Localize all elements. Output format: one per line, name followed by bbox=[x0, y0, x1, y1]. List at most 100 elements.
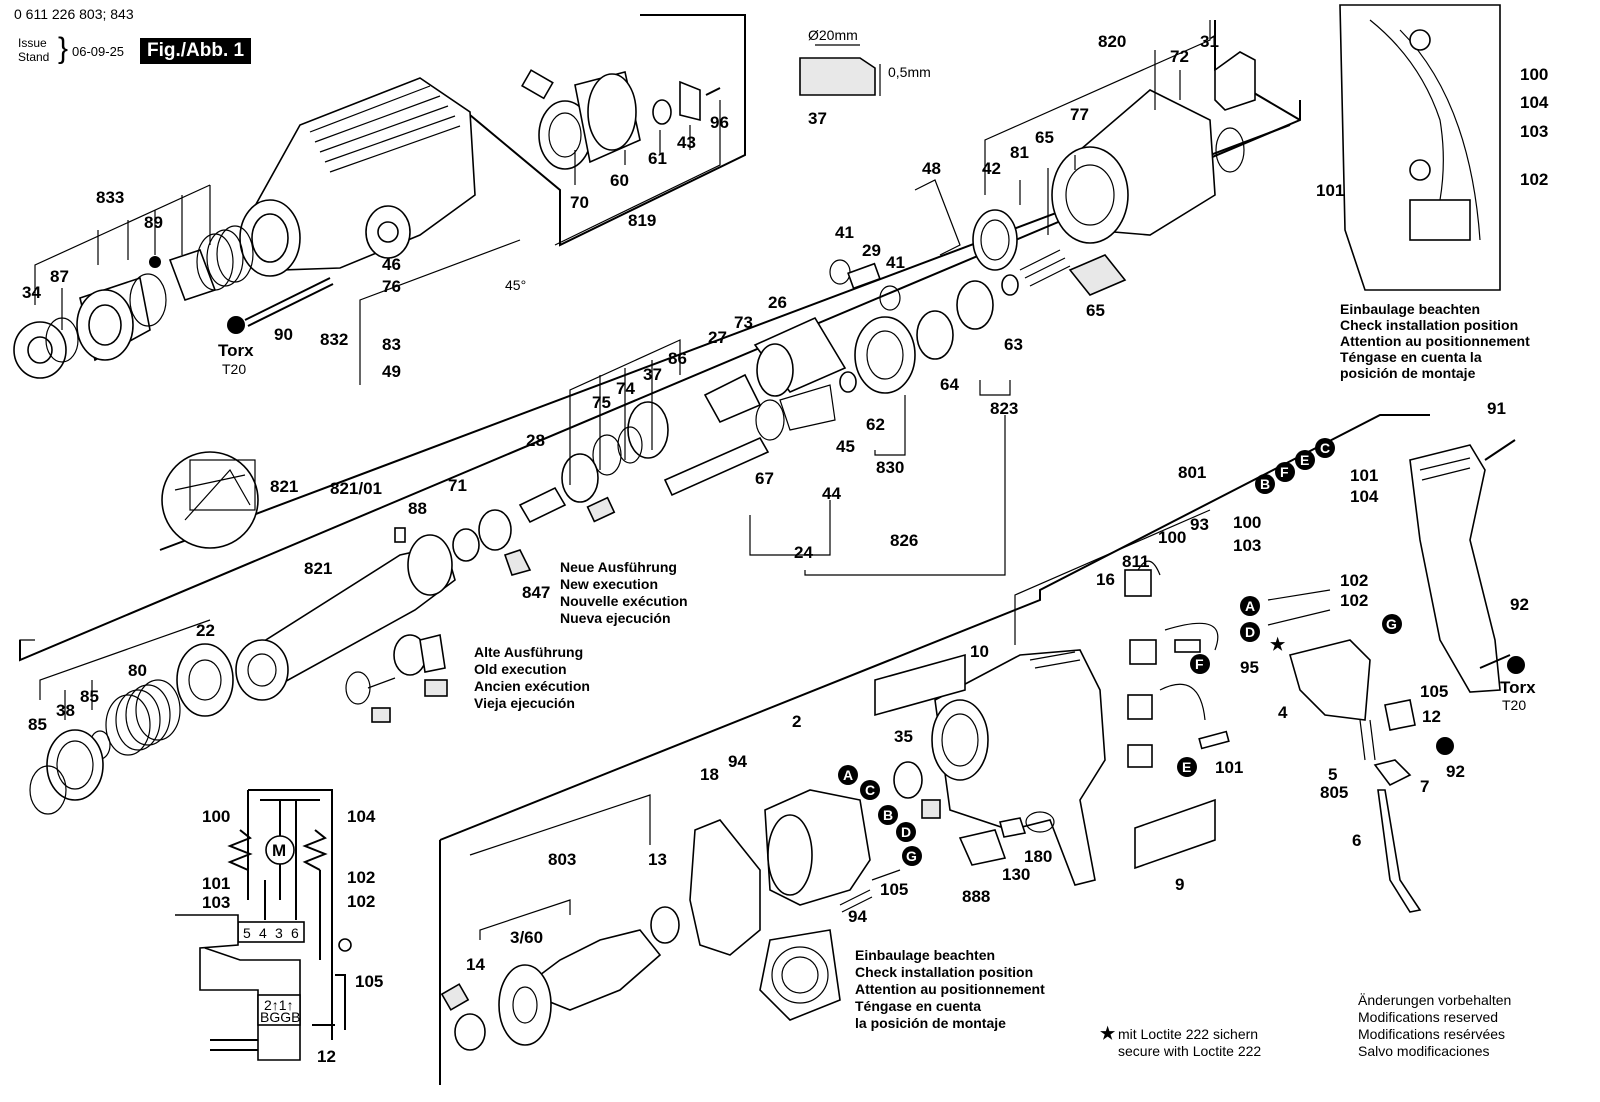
small-parts-bottom bbox=[839, 869, 901, 913]
part-70: 70 bbox=[570, 193, 589, 212]
part-105a: 105 bbox=[1420, 682, 1448, 701]
stand-label: Stand bbox=[18, 50, 50, 64]
part-105b: 105 bbox=[880, 880, 908, 899]
part-96: 96 bbox=[710, 113, 729, 132]
svg-text:B: B bbox=[883, 807, 893, 823]
svg-text:Check installation position: Check installation position bbox=[855, 964, 1033, 980]
part-180: 180 bbox=[1024, 847, 1052, 866]
dimension-thickness: 0,5mm bbox=[888, 64, 931, 80]
schematic-103: 103 bbox=[202, 893, 230, 912]
part-89: 89 bbox=[144, 213, 163, 232]
torx-label-left-bottom: T20 bbox=[222, 361, 246, 377]
torx-label-right-bottom: T20 bbox=[1502, 697, 1526, 713]
svg-text:Téngase en cuenta: Téngase en cuenta bbox=[855, 998, 981, 1014]
gearbox-housing bbox=[914, 51, 1256, 296]
part-75: 75 bbox=[592, 393, 611, 412]
angle-label: 45° bbox=[505, 277, 526, 293]
part-94b: 94 bbox=[848, 907, 867, 926]
part-820: 820 bbox=[1098, 32, 1126, 51]
svg-text:C: C bbox=[865, 782, 875, 798]
motor-housing bbox=[874, 649, 1216, 886]
part-41a: 41 bbox=[835, 223, 854, 242]
part-86: 86 bbox=[668, 349, 687, 368]
svg-text:Alte Ausführung: Alte Ausführung bbox=[474, 644, 583, 660]
schematic-105: 105 bbox=[355, 972, 383, 991]
svg-text:Nouvelle exécution: Nouvelle exécution bbox=[560, 593, 688, 609]
svg-text:posición de montaje: posición de montaje bbox=[1340, 365, 1476, 381]
svg-text:A: A bbox=[843, 767, 853, 783]
part-67: 67 bbox=[755, 469, 774, 488]
svg-text:secure with Loctite 222: secure with Loctite 222 bbox=[1118, 1043, 1261, 1059]
note-installation-bottom: Einbaulage beachten Check installation p… bbox=[855, 947, 1045, 1031]
part-100c: 100 bbox=[1158, 528, 1186, 547]
part-93: 93 bbox=[1190, 515, 1209, 534]
part-35: 35 bbox=[894, 727, 913, 746]
connector-markers: B F E C A D G F E A C B D G ★ bbox=[227, 316, 1525, 866]
svg-text:Einbaulage beachten: Einbaulage beachten bbox=[1340, 301, 1480, 317]
dimension-diameter: Ø20mm bbox=[808, 27, 858, 43]
part-826: 826 bbox=[890, 531, 918, 550]
part-31: 31 bbox=[1200, 32, 1219, 51]
part-87: 87 bbox=[50, 267, 69, 286]
svg-text:Salvo modificaciones: Salvo modificaciones bbox=[1358, 1043, 1490, 1059]
brush-and-switch bbox=[1124, 560, 1422, 913]
part-5: 5 bbox=[1328, 765, 1337, 784]
note-old-execution: Alte Ausführung Old execution Ancien exé… bbox=[474, 644, 590, 711]
part-811: 811 bbox=[1122, 552, 1149, 571]
torx-symbol-left bbox=[227, 316, 245, 334]
part-102c: 102 bbox=[1340, 591, 1368, 610]
svg-text:B: B bbox=[1260, 476, 1270, 492]
connector-marker-d bbox=[1240, 622, 1260, 642]
part-801: 801 bbox=[1178, 463, 1206, 482]
part-27: 27 bbox=[708, 328, 727, 347]
torx-symbol-right bbox=[1507, 656, 1525, 674]
part-81: 81 bbox=[1010, 143, 1029, 162]
switch-contacts: 2↑1↑ bbox=[264, 997, 294, 1013]
part-88: 88 bbox=[408, 499, 427, 518]
svg-text:G: G bbox=[1386, 616, 1397, 632]
svg-text:G: G bbox=[906, 848, 917, 864]
part-49: 49 bbox=[382, 362, 401, 381]
chuck-parts-left bbox=[13, 225, 334, 379]
part-73: 73 bbox=[734, 313, 753, 332]
terminal-4: 4 bbox=[259, 925, 267, 941]
part-46: 46 bbox=[382, 255, 401, 274]
part-821b: 821 bbox=[304, 559, 332, 578]
svg-text:Nueva ejecución: Nueva ejecución bbox=[560, 610, 671, 626]
schematic-104: 104 bbox=[347, 807, 376, 826]
part-4: 4 bbox=[1278, 703, 1288, 722]
part-26: 26 bbox=[768, 293, 787, 312]
part-64: 64 bbox=[940, 375, 959, 394]
schematic-12: 12 bbox=[317, 1047, 336, 1066]
svg-text:mit Loctite 222 sichern: mit Loctite 222 sichern bbox=[1118, 1026, 1258, 1042]
part-72: 72 bbox=[1170, 47, 1189, 66]
part-41b: 41 bbox=[886, 253, 905, 272]
svg-text:Einbaulage beachten: Einbaulage beachten bbox=[855, 947, 995, 963]
part-85a: 85 bbox=[28, 715, 47, 734]
svg-text:E: E bbox=[1182, 759, 1191, 775]
part-821a: 821 bbox=[270, 477, 298, 496]
part-90: 90 bbox=[274, 325, 293, 344]
part-85b: 85 bbox=[80, 687, 99, 706]
connector-marker-f bbox=[1275, 462, 1295, 482]
svg-text:D: D bbox=[901, 824, 911, 840]
note-modifications: Änderungen vorbehalten Modifications res… bbox=[1358, 992, 1511, 1059]
issue-date: 06-09-25 bbox=[72, 44, 125, 59]
part-28: 28 bbox=[526, 431, 545, 450]
part-77: 77 bbox=[1070, 105, 1089, 124]
part-91: 91 bbox=[1487, 399, 1506, 418]
connector-marker-c2 bbox=[860, 780, 880, 800]
connector-marker-g2 bbox=[902, 846, 922, 866]
part-14: 14 bbox=[466, 955, 485, 974]
torx-label-right-top: Torx bbox=[1500, 678, 1536, 697]
part-22: 22 bbox=[196, 621, 215, 640]
part-101b: 101 bbox=[1350, 466, 1378, 485]
connector-marker-b bbox=[1255, 474, 1275, 494]
part-102b: 102 bbox=[1340, 571, 1368, 590]
part-101c: 101 bbox=[1215, 758, 1243, 777]
svg-text:A: A bbox=[1245, 598, 1255, 614]
part-6: 6 bbox=[1352, 831, 1361, 850]
spindle-tube bbox=[29, 509, 532, 815]
note-installation-top: Einbaulage beachten Check installation p… bbox=[1340, 301, 1530, 381]
svg-text:Änderungen vorbehalten: Änderungen vorbehalten bbox=[1358, 992, 1511, 1008]
